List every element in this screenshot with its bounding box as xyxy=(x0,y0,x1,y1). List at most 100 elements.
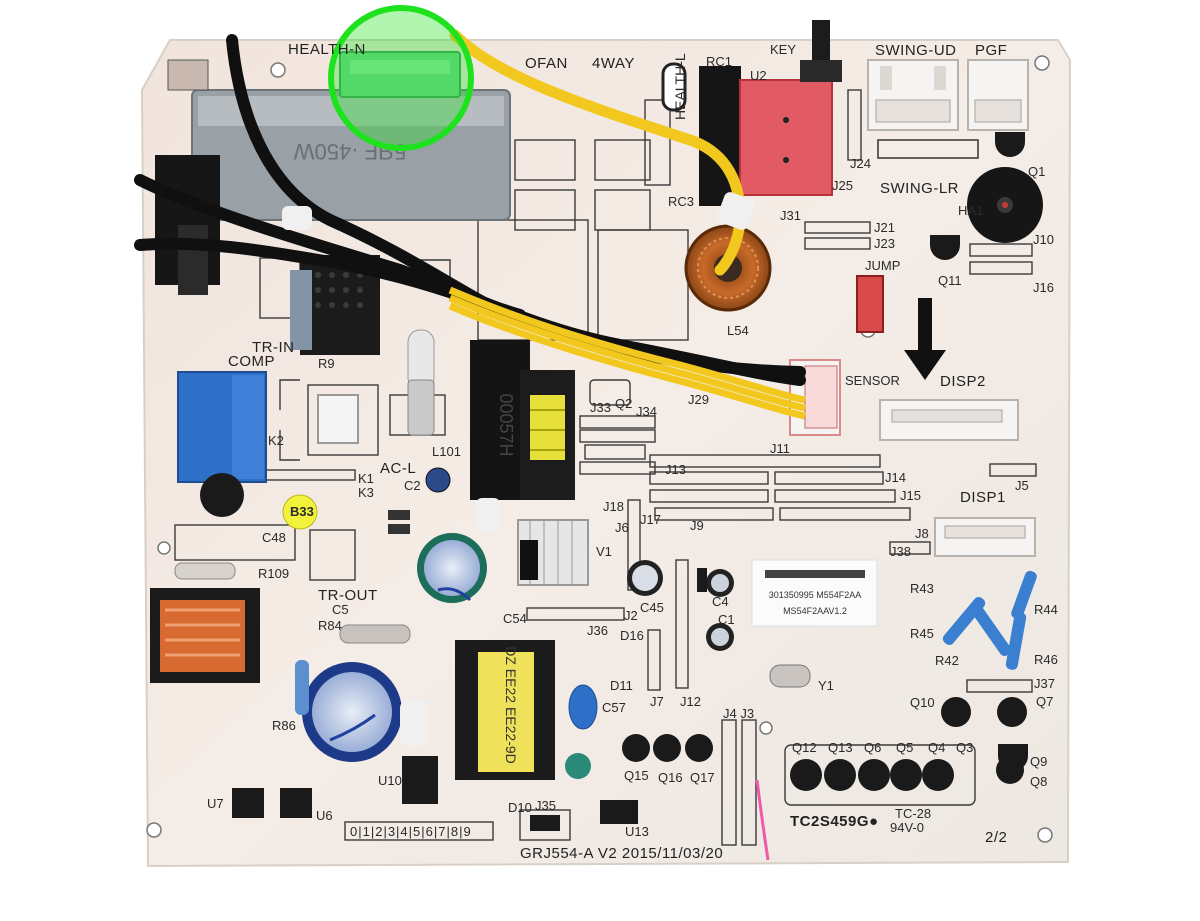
label-j38: J38 xyxy=(890,544,911,559)
label-j8: J8 xyxy=(915,526,929,541)
label-c2: C2 xyxy=(404,478,421,493)
capacitor-c4 xyxy=(706,569,734,597)
relay-grid xyxy=(300,255,380,355)
capacitor-disc xyxy=(200,473,244,517)
label-q13: Q13 xyxy=(828,740,853,755)
label-j5: J5 xyxy=(1015,478,1029,493)
key-switch-base xyxy=(800,60,842,82)
label-c5: C5 xyxy=(332,602,349,617)
ic-u10 xyxy=(402,756,438,804)
transistor-q10 xyxy=(941,697,971,727)
ic-u13 xyxy=(600,800,638,824)
label-q1: Q1 xyxy=(1028,164,1045,179)
crystal-y1 xyxy=(769,664,811,688)
connector-j35 xyxy=(530,815,560,831)
label-c57: C57 xyxy=(602,700,626,715)
relay-k-marking: 00057H xyxy=(496,393,516,456)
label-q2: Q2 xyxy=(615,396,632,411)
disp1-connector xyxy=(934,517,1036,557)
mounting-hole xyxy=(270,62,286,78)
label-c1: C1 xyxy=(718,612,735,627)
wires xyxy=(134,29,806,746)
label-ofan: OFAN xyxy=(525,55,568,72)
label-j29: J29 xyxy=(688,392,709,407)
label-q8: Q8 xyxy=(1030,774,1047,789)
diode xyxy=(388,524,410,534)
label-j16: J16 xyxy=(1033,280,1054,295)
label-r109: R109 xyxy=(258,566,289,581)
label-r9: R9 xyxy=(318,356,335,371)
label-health-n: HEALTH-N xyxy=(288,41,366,58)
label-y1: Y1 xyxy=(818,678,834,693)
ic-u7 xyxy=(232,788,264,818)
label-tr-in: TR-IN xyxy=(252,339,295,356)
capacitor-c1 xyxy=(706,623,734,651)
pgf-connector xyxy=(967,59,1029,131)
resistor-r86 xyxy=(295,660,309,715)
key-switch xyxy=(812,20,830,70)
disp2-connector xyxy=(879,399,1019,441)
capacitor-small xyxy=(565,753,591,779)
label-ha1: HA1 xyxy=(958,203,983,218)
barcode-sticker: 301350995 M554F2AA MS54F2AAV1.2 xyxy=(751,559,878,627)
label-q6: Q6 xyxy=(864,740,881,755)
label-j12: J12 xyxy=(680,694,701,709)
label-c45: C45 xyxy=(640,600,664,615)
fuse-holder xyxy=(407,379,435,436)
label-j21: J21 xyxy=(874,220,895,235)
label-b33: B33 xyxy=(290,504,314,519)
sticker-line-1: 301350995 M554F2AA xyxy=(769,590,862,600)
silkscreen-labels: HEALTH-N OFAN 4WAY HEALTH-L RC1 U2 KEY S… xyxy=(207,41,1058,862)
swing-ud-connector xyxy=(867,59,959,131)
transistor-row xyxy=(790,759,954,791)
resistor-r109 xyxy=(174,562,236,580)
label-l101: L101 xyxy=(432,444,461,459)
label-j24: J24 xyxy=(850,156,871,171)
label-c4: C4 xyxy=(712,594,729,609)
label-q5: Q5 xyxy=(896,740,913,755)
label-k1: K1 xyxy=(358,471,374,486)
diode xyxy=(388,510,410,520)
mounting-hole xyxy=(759,721,773,735)
transistor-row-2 xyxy=(622,734,713,762)
label-disp1: DISP1 xyxy=(960,489,1006,506)
label-j2: J2 xyxy=(624,608,638,623)
label-q16: Q16 xyxy=(658,770,683,785)
label-q15: Q15 xyxy=(624,768,649,783)
sticker-line-2: MS54F2AAV1.2 xyxy=(783,606,847,616)
resistor-network xyxy=(942,570,1037,670)
mounting-hole xyxy=(157,541,171,555)
swing-lr-footprint xyxy=(877,139,979,159)
label-j18: J18 xyxy=(603,499,624,514)
label-j10: J10 xyxy=(1033,232,1054,247)
relay-u2 xyxy=(739,79,833,196)
label-j15: J15 xyxy=(900,488,921,503)
label-u2: U2 xyxy=(750,68,767,83)
capacitor-c45 xyxy=(627,560,663,596)
label-q11: Q11 xyxy=(938,273,962,288)
heatsink-v1 xyxy=(517,519,589,586)
transistor-q7 xyxy=(997,697,1027,727)
capacitor-big-blue xyxy=(302,662,402,762)
relay-large-marking: 5ЯF ·450W xyxy=(294,139,407,164)
mounting-hole xyxy=(146,822,162,838)
marker-line xyxy=(755,779,770,861)
label-q12: Q12 xyxy=(792,740,817,755)
arrow-down-icon xyxy=(904,298,946,380)
label-comp: COMP xyxy=(228,353,275,370)
label-q3: Q3 xyxy=(956,740,973,755)
label-d10: D10 xyxy=(508,800,532,815)
mounting-hole xyxy=(1037,827,1053,843)
label-q17: Q17 xyxy=(690,770,715,785)
health-n-connector-pins xyxy=(350,60,450,74)
highlight-circle xyxy=(328,5,474,151)
label-j6: J6 xyxy=(615,520,629,535)
label-d16: D16 xyxy=(620,628,644,643)
label-pgf: PGF xyxy=(975,42,1007,59)
label-q7: Q7 xyxy=(1036,694,1053,709)
terminal-tab xyxy=(167,59,209,91)
label-c48: C48 xyxy=(262,530,286,545)
label-d11: D11 xyxy=(610,678,633,693)
